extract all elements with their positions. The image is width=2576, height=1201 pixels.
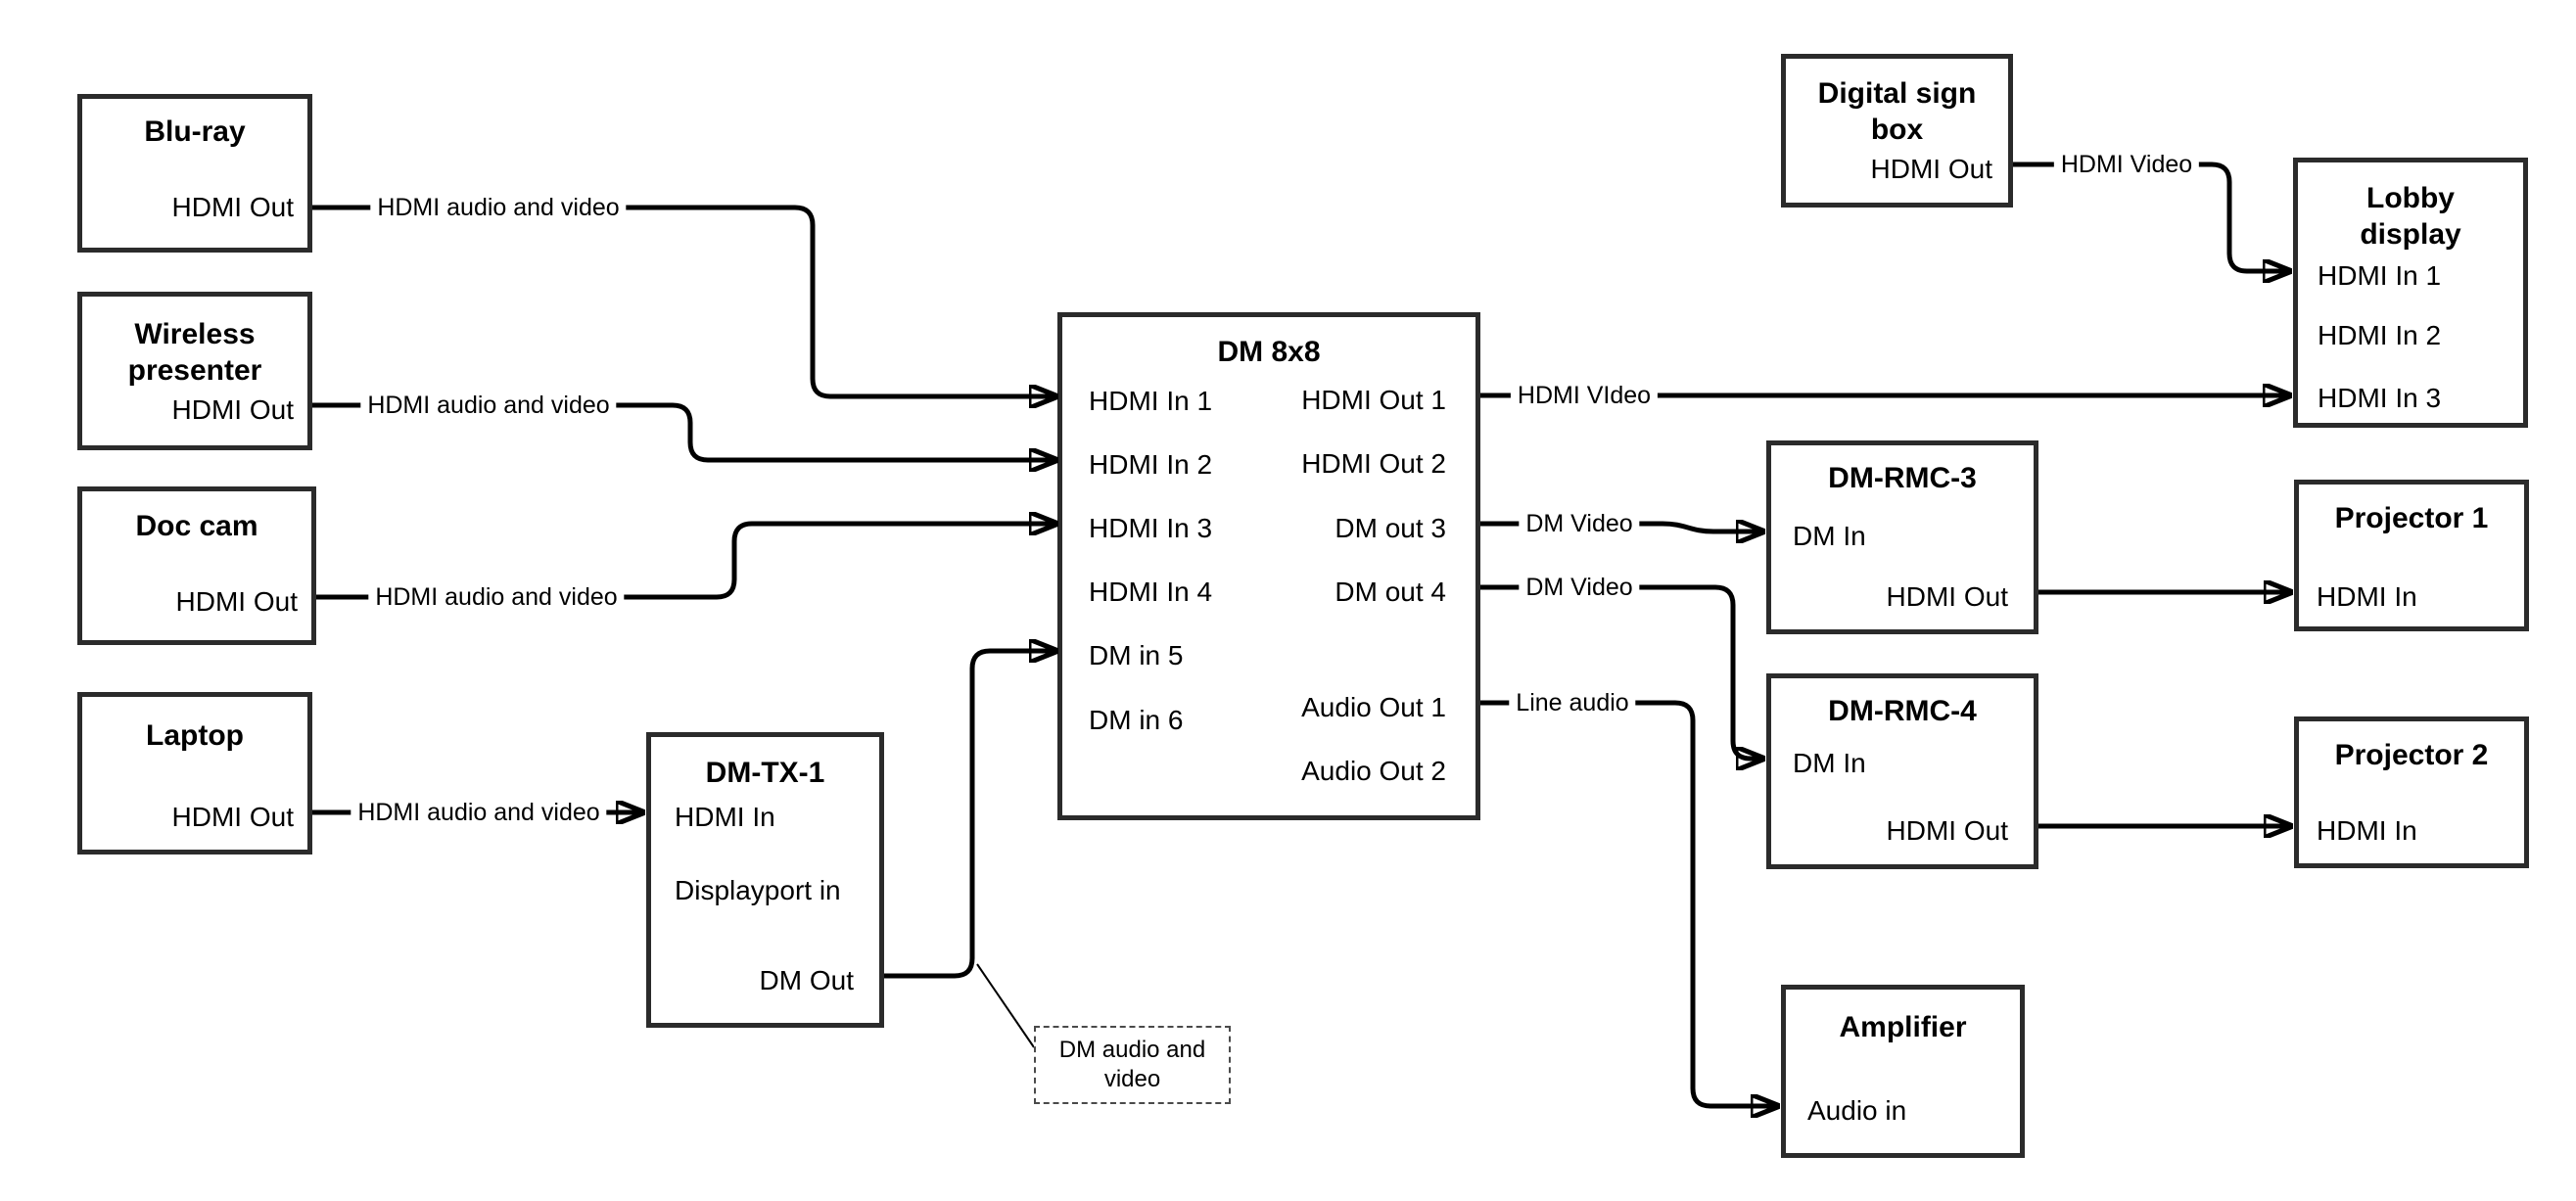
port-hdmi-in-2: HDMI In 2 [1089, 449, 1213, 480]
port-dm-in-6: DM in 6 [1089, 705, 1184, 735]
port-displayport-in: Displayport in [675, 875, 841, 905]
port-hdmi-out-2: HDMI Out 2 [1301, 448, 1446, 479]
node-title: Amplifier [1839, 1011, 1967, 1043]
port-hdmi-out: HDMI Out [171, 802, 294, 832]
port-hdmi-out: HDMI Out [171, 394, 294, 425]
node-title: DM 8x8 [1217, 336, 1321, 368]
node-dm-tx-1: DM-TX-1 HDMI In Displayport in DM Out [646, 732, 884, 1028]
node-title: Projector 1 [2334, 502, 2489, 534]
port-dm-in: DM In [1793, 521, 1866, 551]
port-hdmi-out: HDMI Out [171, 192, 294, 222]
node-blu-ray: Blu-ray HDMI Out [77, 94, 312, 253]
node-wireless-presenter: Wireless presenter HDMI Out [77, 292, 312, 450]
edge-label-hdmi-audio-video-doccam: HDMI audio and video [368, 582, 625, 612]
node-title: Projector 2 [2334, 739, 2489, 771]
edge-label-hdmi-audio-video-bluray: HDMI audio and video [370, 193, 627, 222]
node-projector-2: Projector 2 HDMI In [2294, 716, 2529, 868]
wire-dm8x8-audio1-to-amplifier [1480, 700, 1777, 1106]
node-amplifier: Amplifier Audio in [1781, 985, 2025, 1158]
port-hdmi-in-2: HDMI In 2 [2318, 320, 2442, 350]
port-hdmi-in: HDMI In [2317, 581, 2417, 612]
edge-label-line-audio: Line audio [1509, 688, 1636, 717]
wire-bluray-to-dm8x8-in1 [312, 205, 1055, 396]
port-audio-out-2: Audio Out 2 [1301, 756, 1446, 786]
node-title: Digital sign box [1817, 77, 1977, 146]
edge-label-hdmi-audio-video-laptop: HDMI audio and video [351, 798, 607, 827]
edge-label-dm-video-out4: DM Video [1519, 573, 1640, 602]
port-dm-in-5: DM in 5 [1089, 640, 1184, 670]
port-dm-out-4: DM out 4 [1335, 577, 1446, 607]
node-dm-8x8: DM 8x8 HDMI In 1 HDMI In 2 HDMI In 3 HDM… [1057, 312, 1480, 820]
node-laptop: Laptop HDMI Out [77, 692, 312, 855]
wire-signbox-to-lobby-in1 [2013, 162, 2289, 271]
port-hdmi-in-1: HDMI In 1 [1089, 386, 1213, 416]
edge-label-hdmi-video-out1: HDMI VIdeo [1510, 381, 1659, 410]
annotation-dm-audio-video: DM audio and video [1034, 1026, 1231, 1104]
node-title: Blu-ray [144, 115, 246, 148]
port-hdmi-out: HDMI Out [1886, 815, 2008, 846]
node-title: Wireless presenter [127, 318, 262, 387]
node-lobby-display: Lobby display HDMI In 1 HDMI In 2 HDMI I… [2293, 158, 2528, 428]
node-title: DM-TX-1 [705, 757, 825, 789]
port-audio-out-1: Audio Out 1 [1301, 692, 1446, 722]
node-digital-sign-box: Digital sign box HDMI Out [1781, 54, 2013, 208]
port-hdmi-in: HDMI In [675, 802, 775, 832]
port-hdmi-in-4: HDMI In 4 [1089, 577, 1213, 607]
node-dm-rmc-4: DM-RMC-4 DM In HDMI Out [1766, 673, 2038, 869]
port-hdmi-in: HDMI In [2317, 815, 2417, 846]
node-title: Doc cam [135, 510, 258, 542]
port-hdmi-in-3: HDMI In 3 [1089, 513, 1213, 543]
port-hdmi-out-1: HDMI Out 1 [1301, 385, 1446, 415]
port-hdmi-out: HDMI Out [175, 586, 298, 617]
wire-dmtx1-to-dm8x8-in5 [884, 651, 1055, 979]
port-hdmi-in-1: HDMI In 1 [2318, 260, 2442, 291]
edge-label-hdmi-video-signbox: HDMI Video [2053, 150, 2200, 179]
node-title: DM-RMC-4 [1828, 695, 1977, 727]
node-title: Lobby display [2360, 182, 2461, 251]
node-title: Laptop [146, 719, 244, 752]
port-dm-out: DM Out [759, 965, 854, 995]
node-projector-1: Projector 1 HDMI In [2294, 480, 2529, 631]
edge-label-dm-video-out3: DM Video [1519, 509, 1640, 538]
node-dm-rmc-3: DM-RMC-3 DM In HDMI Out [1766, 440, 2038, 634]
port-hdmi-in-3: HDMI In 3 [2318, 383, 2442, 413]
node-title: DM-RMC-3 [1828, 462, 1977, 494]
port-dm-in: DM In [1793, 748, 1866, 778]
callout-line-dm-audio-video [976, 963, 1035, 1048]
port-dm-out-3: DM out 3 [1335, 513, 1446, 543]
wire-dm8x8-out4-to-rmc4 [1480, 584, 1762, 759]
port-hdmi-out: HDMI Out [1886, 581, 2008, 612]
edge-label-hdmi-audio-video-wireless: HDMI audio and video [360, 391, 617, 420]
port-hdmi-out: HDMI Out [1870, 154, 1992, 184]
node-doc-cam: Doc cam HDMI Out [77, 486, 316, 645]
port-audio-in: Audio in [1807, 1095, 1907, 1126]
